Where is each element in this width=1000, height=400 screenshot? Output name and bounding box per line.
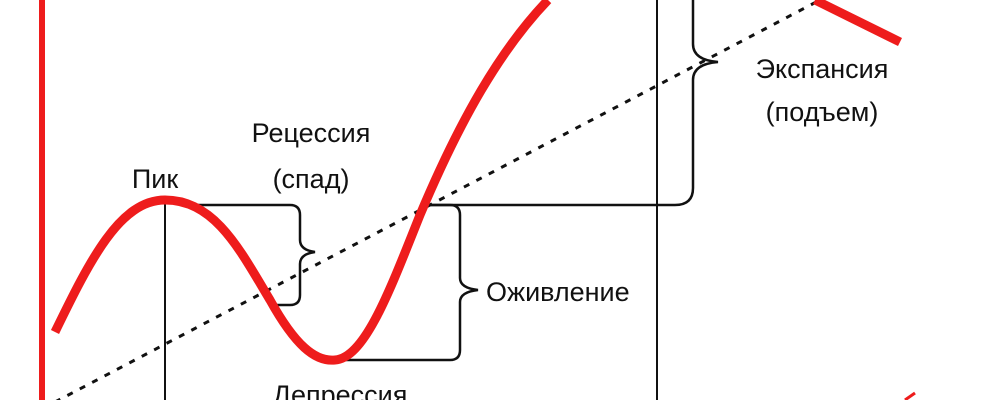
business-cycle-curve xyxy=(50,0,552,365)
recession-brace xyxy=(190,203,316,307)
revival-brace xyxy=(340,203,479,362)
label-expansion: Экспансия xyxy=(756,54,889,84)
label-recession-sub: (спад) xyxy=(273,164,350,194)
trend-line xyxy=(55,0,821,400)
label-revival: Оживление xyxy=(486,277,630,307)
expansion-brace xyxy=(430,0,719,207)
label-depression: Депрессия xyxy=(273,380,408,400)
label-peak: Пик xyxy=(132,164,178,194)
business-cycle-curve-right xyxy=(813,0,902,47)
label-expansion-sub: (подъем) xyxy=(766,97,879,127)
red-mark-bottom-right xyxy=(904,391,916,400)
label-recession: Рецессия xyxy=(252,118,371,148)
